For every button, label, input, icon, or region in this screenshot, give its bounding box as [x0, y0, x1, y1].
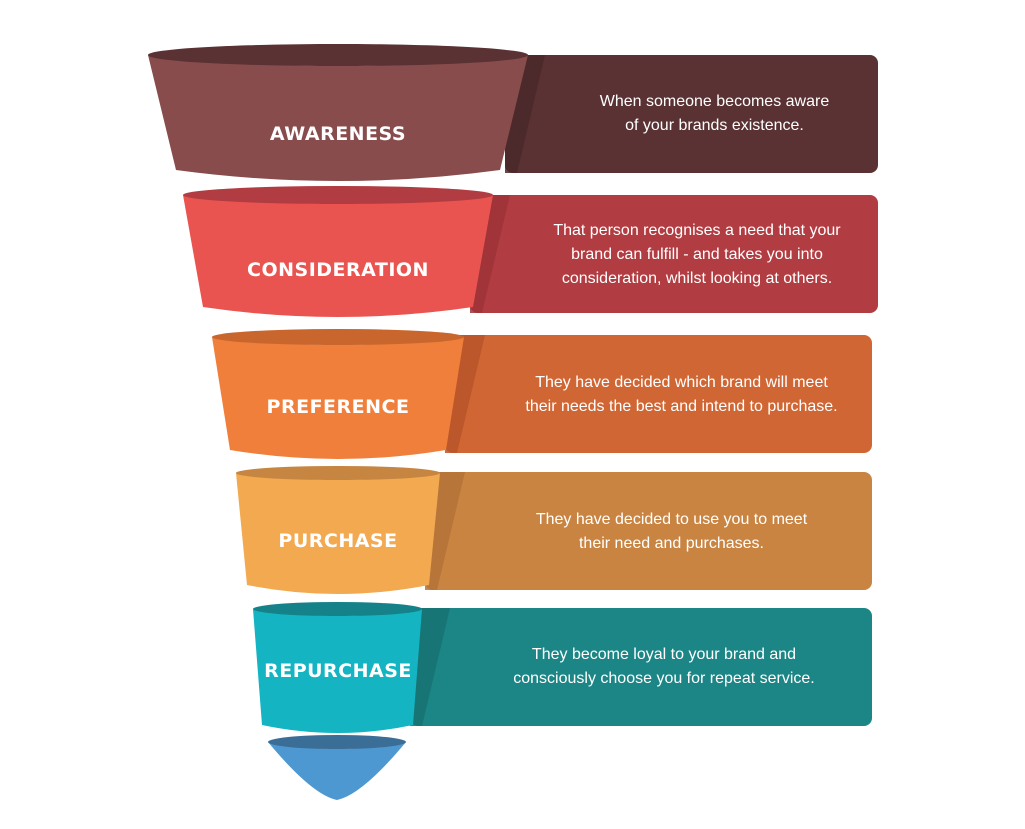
stage-description-line: They have decided which brand will meet: [535, 374, 828, 391]
stage-description-line: They become loyal to your brand and: [532, 646, 796, 663]
funnel-layer-purchase: PURCHASE: [236, 466, 440, 594]
funnel-tip-rim: [268, 735, 406, 749]
stage-description-line: When someone becomes aware: [600, 93, 830, 110]
panel-repurchase: They become loyal to your brand and consc…: [410, 608, 872, 726]
panel-consideration: That person recognises a need that your b…: [470, 195, 878, 313]
stage-title-consideration: CONSIDERATION: [247, 259, 429, 281]
funnel-rim-purchase: [236, 466, 440, 480]
funnel-rim-preference: [212, 329, 464, 345]
stage-title-purchase: PURCHASE: [278, 530, 397, 552]
stage-description-line: their needs the best and intend to purch…: [525, 398, 837, 415]
stage-description-line: of your brands existence.: [625, 117, 804, 134]
stage-description-line: their need and purchases.: [579, 535, 764, 552]
funnel-layer-preference: PREFERENCE: [212, 329, 464, 459]
funnel-body-preference: [212, 337, 464, 459]
funnel-rim-consideration: [183, 186, 493, 204]
funnel-layer-consideration: CONSIDERATION: [183, 186, 493, 317]
panel-bg-preference: [445, 335, 872, 453]
stage-description-line: They have decided to use you to meet: [536, 511, 808, 528]
panel-preference: They have decided which brand will meet t…: [445, 335, 872, 453]
funnel-tip: [268, 735, 406, 800]
stage-title-awareness: AWARENESS: [270, 123, 406, 145]
funnel-body-consideration: [183, 195, 493, 317]
panel-awareness: When someone becomes aware of your brands…: [505, 55, 878, 173]
panel-purchase: They have decided to use you to meet thei…: [425, 472, 872, 590]
funnel-body-repurchase: [253, 609, 422, 733]
stage-title-repurchase: REPURCHASE: [264, 660, 412, 682]
panel-bg-purchase: [425, 472, 872, 590]
funnel-layers: AWARENESS CONSIDERATION PREFERENCE PURCHASE…: [148, 44, 528, 800]
stage-description-line: That person recognises a need that your: [553, 222, 841, 239]
stage-title-preference: PREFERENCE: [267, 396, 410, 418]
funnel-rim-repurchase: [253, 602, 422, 616]
funnel-rim-awareness: [148, 44, 528, 66]
panel-bg-awareness: [505, 55, 878, 173]
funnel-layer-awareness: AWARENESS: [148, 44, 528, 181]
funnel-layer-repurchase: REPURCHASE: [253, 602, 422, 733]
stage-description-line: consideration, whilst looking at others.: [562, 270, 832, 287]
funnel-tip-body: [268, 742, 406, 800]
panel-bg-consideration: [470, 195, 878, 313]
funnel-body-purchase: [236, 473, 440, 594]
stage-description-line: brand can fulfill - and takes you into: [571, 246, 823, 263]
panel-shadow-repurchase: [410, 608, 450, 726]
stage-description-line: consciously choose you for repeat servic…: [513, 670, 814, 687]
funnel-body-awareness: [148, 55, 528, 181]
panel-bg-repurchase: [410, 608, 872, 726]
